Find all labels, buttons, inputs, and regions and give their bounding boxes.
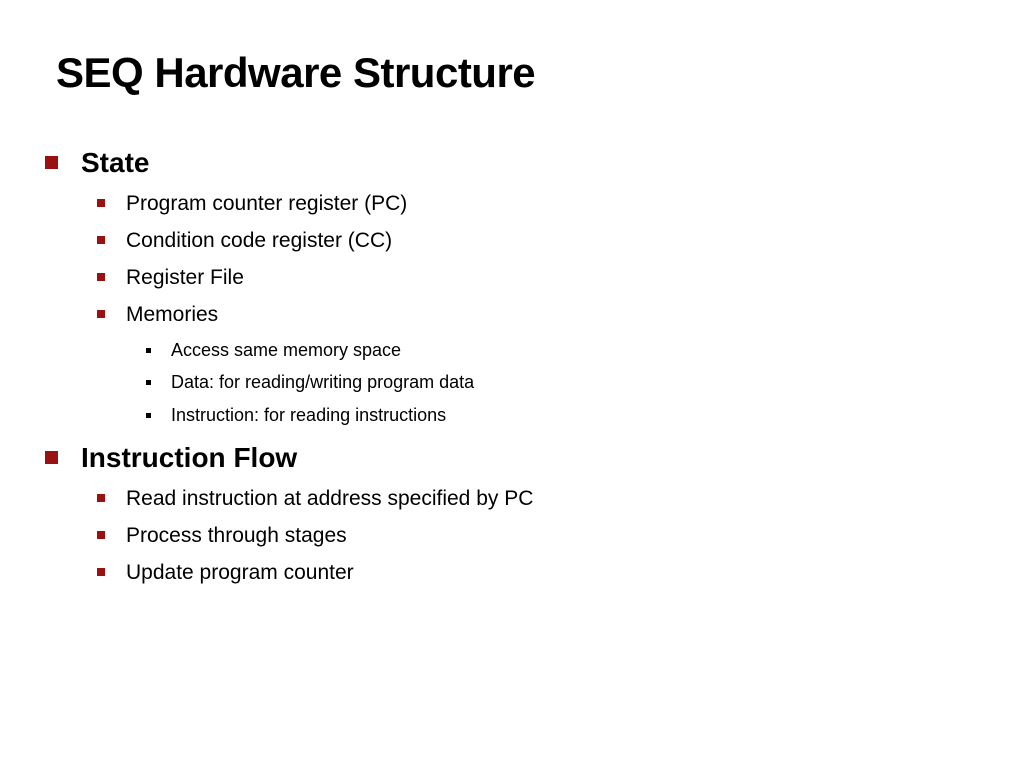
section-heading: State xyxy=(81,147,150,178)
square-bullet-icon xyxy=(97,273,105,281)
sub-list-item-text: Instruction: for reading instructions xyxy=(171,405,447,425)
sub-list-item-text: Access same memory space xyxy=(171,340,402,360)
square-bullet-icon xyxy=(45,156,58,169)
list-item-text: Register File xyxy=(126,266,244,289)
sub-list-item: Access same memory space xyxy=(146,339,402,361)
slide-title: SEQ Hardware Structure xyxy=(56,49,536,96)
list-item-text: Memories xyxy=(126,303,219,326)
list-item: Condition code register (CC) xyxy=(97,228,393,254)
square-bullet-icon xyxy=(146,413,151,418)
list-item: Program counter register (PC) xyxy=(97,191,408,217)
list-item: Memories xyxy=(97,302,219,328)
list-item: Update program counter xyxy=(97,560,354,586)
section-instruction-flow: Instruction Flow xyxy=(45,441,298,475)
list-item: Read instruction at address specified by… xyxy=(97,486,534,512)
section-state: State xyxy=(45,146,150,180)
square-bullet-icon xyxy=(45,451,58,464)
list-item: Process through stages xyxy=(97,523,347,549)
list-item-text: Update program counter xyxy=(126,561,354,584)
square-bullet-icon xyxy=(97,199,105,207)
sub-list-item: Data: for reading/writing program data xyxy=(146,371,475,393)
sub-list-item-text: Data: for reading/writing program data xyxy=(171,372,475,392)
list-item: Register File xyxy=(97,265,244,291)
section-heading: Instruction Flow xyxy=(81,442,298,473)
list-item-text: Program counter register (PC) xyxy=(126,192,408,215)
square-bullet-icon xyxy=(97,494,105,502)
square-bullet-icon xyxy=(97,531,105,539)
list-item-text: Process through stages xyxy=(126,524,347,547)
square-bullet-icon xyxy=(97,568,105,576)
square-bullet-icon xyxy=(97,310,105,318)
square-bullet-icon xyxy=(97,236,105,244)
square-bullet-icon xyxy=(146,380,151,385)
sub-list-item: Instruction: for reading instructions xyxy=(146,404,447,426)
list-item-text: Condition code register (CC) xyxy=(126,229,393,252)
square-bullet-icon xyxy=(146,348,151,353)
list-item-text: Read instruction at address specified by… xyxy=(126,487,534,510)
